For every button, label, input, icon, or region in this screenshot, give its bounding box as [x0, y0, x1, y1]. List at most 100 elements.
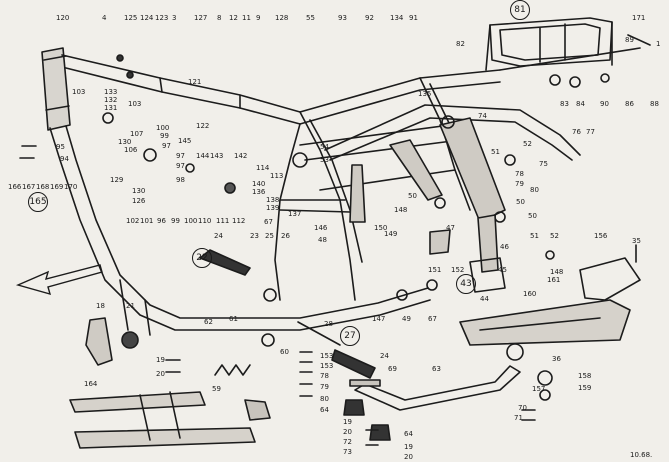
part-label: 123 [155, 14, 169, 22]
part-label: 4 [102, 14, 107, 22]
part-label: 97 [176, 162, 185, 170]
part-label: 63 [432, 365, 441, 373]
part-label: 99 [171, 217, 180, 225]
part-label: 170 [64, 183, 78, 191]
part-label: 12 [229, 14, 238, 22]
part-label: 70 [518, 404, 527, 412]
part-label: 144 [196, 152, 210, 160]
part-label: 159 [578, 384, 592, 392]
part-label: 152 [451, 266, 465, 274]
date-mark: 10.68. [630, 451, 653, 459]
part-label: 51 [491, 148, 500, 156]
part-label: 157 [532, 385, 546, 393]
callout-81: 81 [510, 0, 530, 20]
part-label: 47 [446, 224, 455, 232]
part-label: 75 [539, 160, 548, 168]
callout-22: 22 [192, 248, 212, 268]
part-label: 44 [480, 295, 489, 303]
part-label: 79 [320, 383, 329, 391]
part-label: 97 [176, 152, 185, 160]
part-label: 146 [314, 224, 328, 232]
part-label: 21 [126, 302, 135, 310]
part-label: 71 [514, 414, 523, 422]
part-label: 149 [384, 230, 398, 238]
part-label: 131 [104, 104, 118, 112]
part-label: 54 [320, 143, 329, 151]
part-label: 74 [478, 112, 487, 120]
part-label: 103 [128, 100, 142, 108]
part-label: 111 [216, 217, 230, 225]
part-label: 89 [625, 36, 634, 44]
part-label: 168 [36, 183, 50, 191]
part-label: 148 [394, 206, 408, 214]
part-label: 147 [372, 315, 386, 323]
part-label: 126 [132, 197, 146, 205]
part-label: 156 [594, 232, 608, 240]
part-label: 77 [586, 128, 595, 136]
part-label: 101 [140, 217, 154, 225]
part-label: 8 [217, 14, 222, 22]
part-label: 128 [275, 14, 289, 22]
part-label: 120 [56, 14, 70, 22]
part-label: 110 [198, 217, 212, 225]
part-label: 97 [162, 142, 171, 150]
part-label: 18 [96, 302, 105, 310]
part-label: 132 [104, 96, 118, 104]
part-label: 153 [320, 362, 334, 370]
part-label: 137 [288, 210, 302, 218]
part-label: 73 [343, 448, 352, 456]
part-label: 35 [632, 237, 641, 245]
part-label: 20 [404, 453, 413, 461]
part-label: 100 [184, 217, 198, 225]
part-label: 86 [625, 100, 634, 108]
part-label: 46 [500, 243, 509, 251]
part-label: 129 [110, 176, 124, 184]
part-label: 138 [266, 196, 280, 204]
part-label: 158 [578, 372, 592, 380]
part-label: 52 [523, 140, 532, 148]
part-label: 106 [124, 146, 138, 154]
part-label: 67 [428, 315, 437, 323]
part-label: 59 [212, 385, 221, 393]
part-label: 72 [343, 438, 352, 446]
part-label: 133 [104, 88, 118, 96]
part-label: 19 [404, 443, 413, 451]
part-label: 64 [404, 430, 413, 438]
part-label: 140 [252, 180, 266, 188]
part-label: 50 [528, 212, 537, 220]
part-label: 84 [576, 100, 585, 108]
part-label: 53 [320, 156, 329, 164]
part-label: 148 [550, 268, 564, 276]
part-label: 125 [124, 14, 138, 22]
part-label: 96 [157, 217, 166, 225]
part-label: 94 [60, 155, 69, 163]
part-label: 102 [126, 217, 140, 225]
part-label: 28 [324, 320, 333, 328]
part-label: 78 [320, 372, 329, 380]
part-label: 80 [320, 395, 329, 403]
callout-165: 165 [28, 192, 48, 212]
part-label: 62 [204, 318, 213, 326]
part-label: 19 [343, 418, 352, 426]
part-label: 124 [140, 14, 154, 22]
part-label: 20 [156, 370, 165, 378]
part-label: 121 [188, 78, 202, 86]
part-label: 19 [156, 356, 165, 364]
part-label: 45 [498, 266, 507, 274]
part-label: 64 [320, 406, 329, 414]
part-label: 69 [388, 365, 397, 373]
part-label: 139 [266, 204, 280, 212]
part-label: 49 [402, 315, 411, 323]
part-label: 1 [656, 40, 661, 48]
part-label: 83 [560, 100, 569, 108]
part-label: 99 [160, 132, 169, 140]
part-label: 135 [418, 90, 432, 98]
callout-27: 27 [340, 326, 360, 346]
part-label: 161 [547, 276, 561, 284]
part-label: 93 [338, 14, 347, 22]
part-label: 145 [178, 137, 192, 145]
part-label: 25 [265, 232, 274, 240]
part-label: 112 [232, 217, 246, 225]
